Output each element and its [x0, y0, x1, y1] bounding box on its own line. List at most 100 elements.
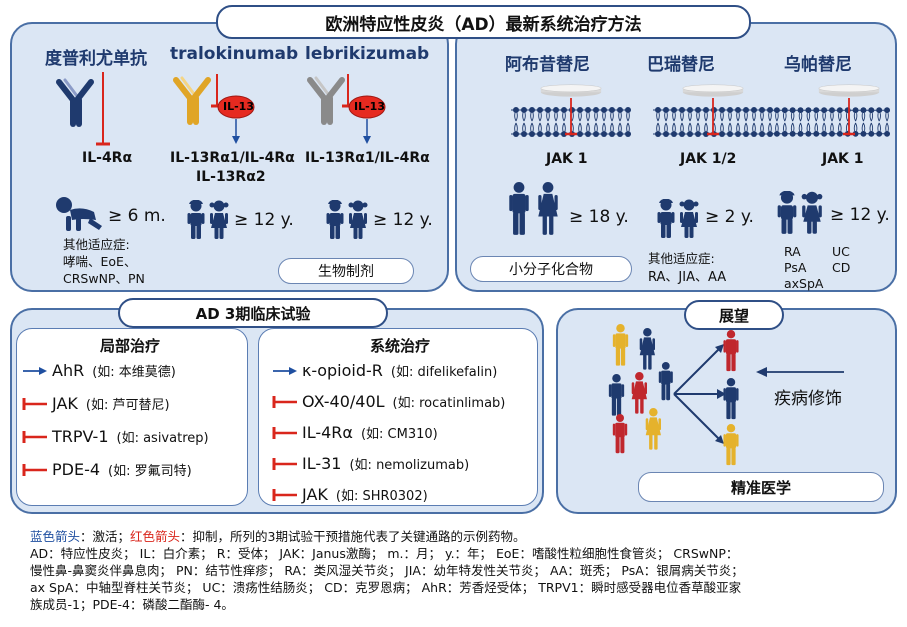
baricitinib-other-list: RA、JIA、AA	[648, 270, 727, 285]
il13-label-tralokinumab: IL-13	[223, 100, 254, 113]
cell-membrane-icon	[772, 106, 890, 138]
antibody-navy-icon	[56, 78, 94, 127]
page-title-text: 欧洲特应性皮炎（AD）最新系统治疗方法	[325, 14, 642, 35]
phase3-label-text: AD 3期临床试验	[195, 304, 311, 323]
trial-row: AhR(如: 本维莫德)	[22, 361, 176, 380]
age-dupilumab: ≥ 6 m.	[108, 206, 166, 226]
systemic-title: 系统治疗	[370, 337, 431, 355]
trial-row: JAK (如: SHR0302)	[272, 485, 428, 504]
upadacitinib-other-uc: UC	[832, 244, 850, 259]
boy-icon	[325, 198, 345, 242]
branch-arrows-icon	[673, 344, 726, 444]
age-tralokinumab: ≥ 12 y.	[234, 210, 294, 230]
footnote-line5: 族成员-1；PDE-4：磷酸二酯酶- 4。	[30, 597, 234, 612]
small-molecules-label: 小分子化合物	[470, 256, 632, 282]
trial-row: TRPV-1 (如: asivatrep)	[22, 427, 209, 446]
small-molecules-label-text: 小分子化合物	[509, 262, 593, 278]
topical-box	[16, 328, 248, 506]
boy-icon	[656, 198, 676, 240]
footnote-line1: 蓝色箭头：激活；红色箭头：抑制，所列的3期试验干预措施代表了关键通路的示例药物。	[30, 528, 526, 545]
target-baricitinib: JAK 1/2	[680, 151, 737, 167]
trial-example-drug: (如: asivatrep)	[116, 431, 209, 446]
precision-medicine-text: 精准医学	[730, 478, 791, 497]
inhibit-arrow-icon	[272, 488, 297, 501]
inhibit-arrow-icon	[22, 397, 47, 410]
man-icon	[508, 182, 530, 236]
topical-title: 局部治疗	[100, 337, 161, 355]
inhibit-arrow-icon	[22, 430, 47, 443]
trial-row: IL-4Rα(如: CM310)	[272, 423, 438, 442]
tablet-icon	[682, 84, 744, 97]
trial-target: IL-31	[302, 454, 342, 473]
girl-icon	[800, 188, 824, 238]
target-lebrikizumab: IL-13Rα1/IL-4Rα	[305, 150, 430, 166]
boy-icon	[186, 198, 206, 242]
trial-example-drug: (如: nemolizumab)	[349, 458, 470, 473]
outlook-label-text: 展望	[718, 306, 749, 325]
drug-name-baricitinib: 巴瑞替尼	[647, 55, 715, 75]
trial-target: JAK	[302, 485, 328, 504]
crawling-baby-icon	[56, 197, 102, 231]
page-title: 欧洲特应性皮炎（AD）最新系统治疗方法	[216, 5, 751, 39]
footnote-line4: ax SpA：中轴型脊柱关节炎； UC：溃疡性结肠炎； CD：克罗恩病； AhR…	[30, 580, 742, 595]
drug-name-abrocitinib: 阿布昔替尼	[505, 55, 590, 75]
inhibit-arrow-icon	[22, 463, 47, 476]
person-red-icon	[722, 330, 740, 372]
other-indications-line1: 哮喘、EoE、	[63, 254, 137, 269]
trial-example-drug: (如: 罗氟司特)	[108, 464, 192, 479]
age-baricitinib: ≥ 2 y.	[705, 207, 754, 227]
arrow-left-icon	[756, 367, 844, 377]
disease-modification-text: 疾病修饰	[774, 389, 842, 409]
tablet-icon	[540, 84, 602, 97]
systemic-box	[258, 328, 538, 506]
target-upadacitinib: JAK 1	[822, 151, 864, 167]
drug-name-upadacitinib: 乌帕替尼	[784, 55, 852, 75]
antibody-grey-icon	[307, 76, 345, 125]
biologics-label: 生物制剂	[278, 258, 414, 284]
inhibit-arrow-icon	[272, 395, 297, 408]
inhibit-arrow-icon	[272, 426, 297, 439]
upadacitinib-other-axspa: axSpA	[784, 276, 824, 291]
patient-crowd-icon	[608, 324, 673, 454]
trial-example-drug: (如: rocatinlimab)	[392, 396, 506, 411]
target-tralokinumab-line2: IL-13Rα2	[196, 169, 266, 185]
boy-icon	[776, 188, 798, 238]
trial-row: OX-40/40L (如: rocatinlimab)	[272, 392, 505, 411]
trial-target: κ-opioid-R	[302, 361, 383, 380]
phase3-label: AD 3期临床试验	[118, 298, 388, 328]
footnote-red-text: ：抑制，所列的3期试验干预措施代表了关键通路的示例药物。	[180, 529, 526, 544]
footnote-line3: 慢性鼻-鼻窦炎伴鼻息肉； PN：结节性痒疹； RA：类风湿关节炎； JIA：幼年…	[30, 563, 744, 578]
age-upadacitinib: ≥ 12 y.	[830, 205, 890, 225]
activate-arrow-icon	[23, 366, 47, 375]
trial-row: κ-opioid-R (如: difelikefalin)	[272, 361, 497, 380]
drug-name-tralokinumab: tralokinumab	[170, 44, 299, 64]
other-indications-line2: CRSwNP、PN	[63, 271, 145, 286]
inhibit-arrow-icon	[272, 457, 297, 470]
trial-target: AhR	[52, 361, 85, 380]
trial-example-drug: (如: 芦可替尼)	[85, 398, 170, 413]
trial-target: OX-40/40L	[302, 392, 385, 411]
target-abrocitinib: JAK 1	[546, 151, 588, 167]
other-indications-title: 其他适应症:	[63, 237, 130, 252]
trial-example-drug: (如: CM310)	[360, 427, 438, 442]
trial-example-drug: (如: difelikefalin)	[390, 365, 498, 380]
il13-label-lebrikizumab: IL-13	[354, 100, 385, 113]
girl-icon	[208, 198, 230, 242]
trial-target: JAK	[52, 394, 78, 413]
trial-target: TRPV-1	[52, 427, 109, 446]
target-tralokinumab-line1: IL-13Rα1/IL-4Rα	[170, 150, 295, 166]
girl-icon	[347, 198, 369, 242]
upadacitinib-other-psa: PsA	[784, 260, 807, 275]
footnote-line2: AD：特应性皮炎； IL：白介素； R：受体； JAK：Janus激酶； m.：…	[30, 546, 739, 561]
biologics-label-text: 生物制剂	[318, 264, 374, 280]
il13-cytokine-icon	[211, 74, 255, 144]
antibody-gold-icon	[173, 76, 211, 125]
person-yellow-icon	[722, 424, 740, 466]
age-lebrikizumab: ≥ 12 y.	[373, 210, 433, 230]
drug-name-lebrikizumab: lebrikizumab	[305, 44, 430, 64]
trial-row: PDE-4(如: 罗氟司特)	[22, 460, 192, 479]
drug-name-dupilumab: 度普利尤单抗	[45, 49, 147, 69]
trial-example-drug: (如: SHR0302)	[335, 489, 428, 504]
footnote-red-label: 红色箭头	[130, 529, 181, 544]
footnote-blue-label: 蓝色箭头	[30, 529, 81, 544]
